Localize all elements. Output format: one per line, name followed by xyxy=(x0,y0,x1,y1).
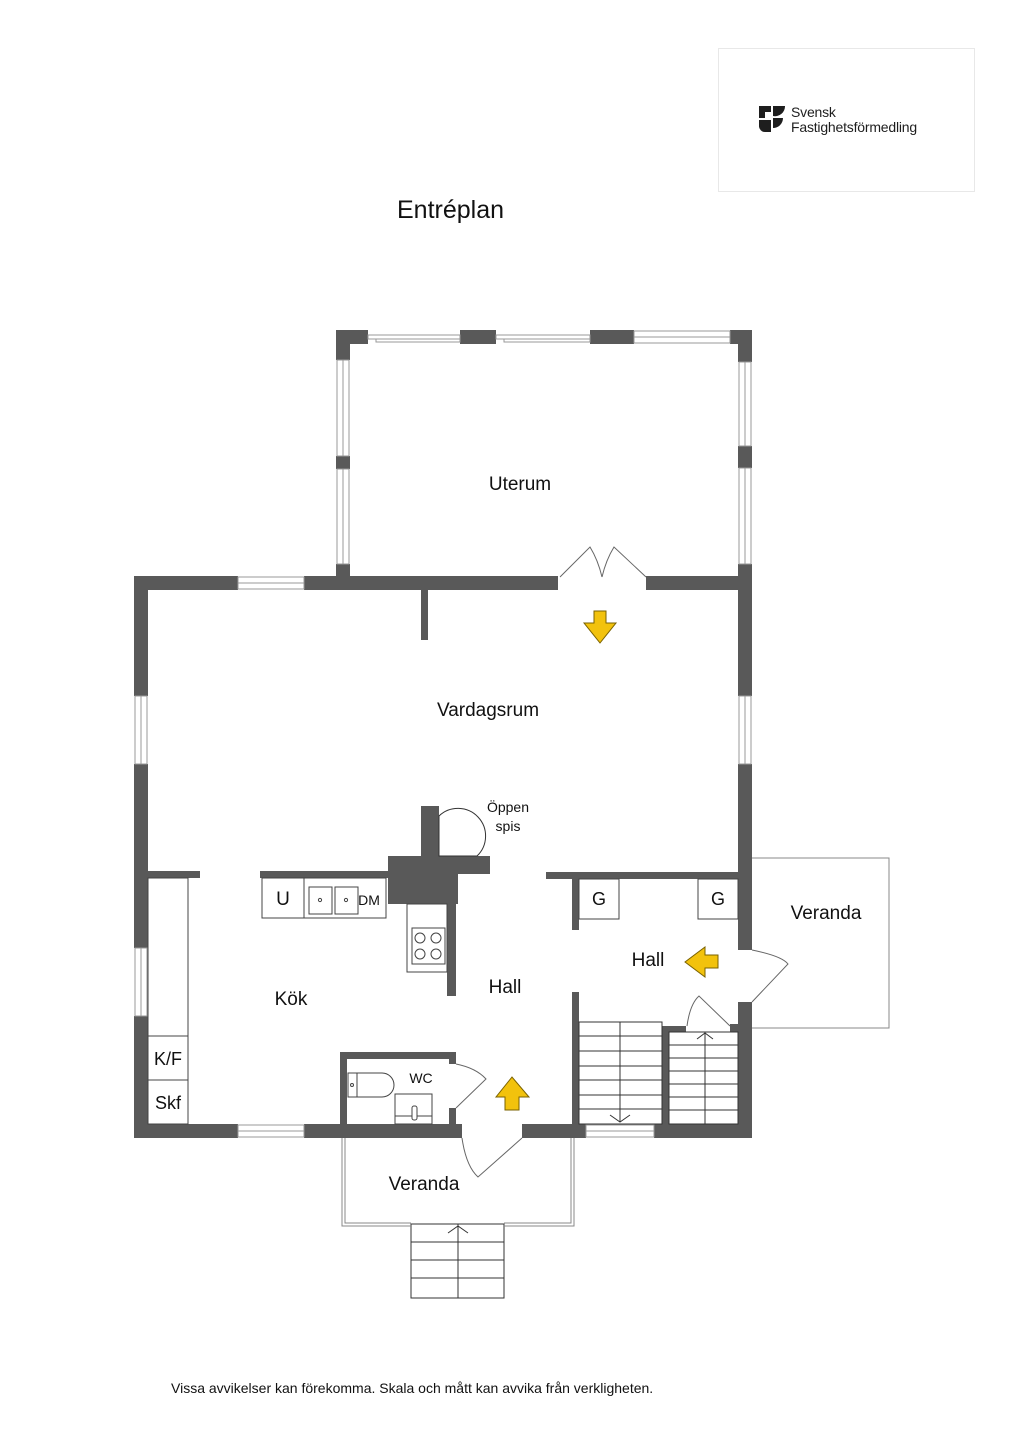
label-oppen-spis-1: Öppen xyxy=(487,798,529,815)
label-fridge-freezer: K/F xyxy=(154,1049,182,1069)
arrow-up-icon xyxy=(494,1076,531,1111)
label-vardagsrum: Vardagsrum xyxy=(437,700,539,721)
label-fridge: U xyxy=(276,889,290,910)
windows xyxy=(134,330,752,1138)
page-title: Entréplan xyxy=(397,196,505,224)
wardrobes xyxy=(578,878,739,920)
room-labels: Uterum Vardagsrum Öppen spis Kök Hall Ha… xyxy=(154,474,862,1195)
doors xyxy=(455,546,789,1178)
stairs xyxy=(410,1021,739,1299)
walls xyxy=(134,330,752,1138)
label-oppen-spis-2: spis xyxy=(496,818,521,834)
label-wardrobe-2: G xyxy=(711,889,725,909)
verandas xyxy=(341,857,890,1227)
logo-mark-icon xyxy=(759,106,785,132)
wc-fixtures xyxy=(347,1072,433,1125)
label-veranda-right: Veranda xyxy=(791,903,862,924)
direction-arrows xyxy=(494,610,719,1111)
logo-line-2: Fastighetsförmedling xyxy=(791,119,917,135)
label-kok: Kök xyxy=(275,989,308,1010)
arrow-down-icon xyxy=(582,610,618,644)
logo-text: Svensk Fastighetsförmedling xyxy=(791,105,917,135)
label-veranda-bottom: Veranda xyxy=(389,1174,460,1195)
label-dishwasher: DM xyxy=(358,892,380,908)
logo-line-1: Svensk xyxy=(791,104,836,120)
label-wc: WC xyxy=(409,1070,432,1086)
label-wardrobe-1: G xyxy=(592,889,606,909)
label-hall-center: Hall xyxy=(489,977,522,998)
label-hall-right: Hall xyxy=(632,950,665,971)
label-cabinet: Skf xyxy=(155,1093,182,1113)
label-uterum: Uterum xyxy=(489,474,551,495)
logo-box: Svensk Fastighetsförmedling xyxy=(718,48,975,192)
fireplace xyxy=(438,807,487,857)
arrow-left-icon xyxy=(684,946,719,978)
kitchen-fixtures xyxy=(147,877,448,1125)
disclaimer: Vissa avvikelser kan förekomma. Skala oc… xyxy=(171,1380,654,1396)
